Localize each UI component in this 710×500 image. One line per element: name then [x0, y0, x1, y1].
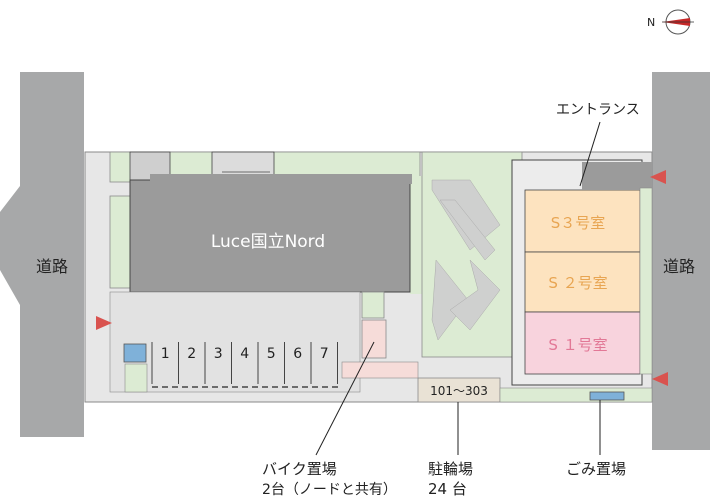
bike-parking-label-2: 2台（ノードと共有）: [262, 482, 397, 498]
bicycle-parking-label-1: 駐輪場: [428, 460, 473, 478]
green-strip-left: [109, 195, 131, 289]
access-arrow-right-bottom: [652, 372, 668, 386]
parking-stall-number: 2: [187, 346, 196, 362]
parking-stall-number: 3: [214, 346, 223, 362]
bike-area: [361, 319, 387, 359]
parking-stall-number: 7: [320, 346, 329, 362]
parking-equipment: [123, 343, 147, 363]
parking-lines: [151, 342, 338, 384]
bike-strip-lower: [341, 361, 419, 379]
access-arrow-left: [96, 316, 112, 330]
room-s2-label: S ２号室: [548, 274, 607, 292]
main-building: [129, 179, 411, 293]
road-right: [652, 72, 710, 450]
bicycle-parking-label-2: 24 台: [428, 480, 467, 498]
green-patch-lot: [124, 363, 148, 393]
building-name-label: Luce国立Nord: [211, 232, 325, 252]
bike-area-green: [361, 291, 385, 319]
bicycle-parking-area: [417, 377, 501, 403]
room-s1: [524, 311, 641, 375]
road-left-label: 道路: [36, 257, 68, 276]
green-bottom-strip: [499, 387, 653, 403]
parking-numbers: 1 2 3 4 5 6 7: [161, 346, 329, 362]
bicycle-rooms-label: 101〜303: [430, 384, 488, 398]
room-s2: [524, 251, 641, 313]
road-right-label: 道路: [663, 257, 695, 276]
garbage-label: ごみ置場: [566, 460, 626, 478]
building-top-step: [150, 174, 412, 184]
parking-lot: [109, 291, 361, 393]
bike-leader: [315, 341, 375, 456]
right-building-shade: [582, 162, 652, 190]
room-s1-label: S １号室: [548, 336, 607, 354]
entrance-leader: [579, 121, 601, 187]
access-arrow-right-top: [650, 170, 666, 184]
green-right-edge: [639, 187, 653, 375]
room-s3-label: S３号室: [551, 214, 606, 232]
parking-stall-number: 5: [267, 346, 276, 362]
courtyard-paving: [431, 179, 501, 341]
garbage-area: [589, 391, 625, 401]
parking-stall-number: 6: [293, 346, 302, 362]
compass: N: [647, 9, 694, 35]
road-left: [0, 72, 84, 437]
entrance-label: エントランス: [556, 102, 640, 118]
parking-stall-number: 1: [161, 346, 170, 362]
parking-stall-number: 4: [240, 346, 249, 362]
bike-parking-label-1: バイク置場: [262, 460, 337, 478]
green-right-of-building: [410, 176, 422, 294]
compass-north-letter: N: [647, 16, 655, 29]
